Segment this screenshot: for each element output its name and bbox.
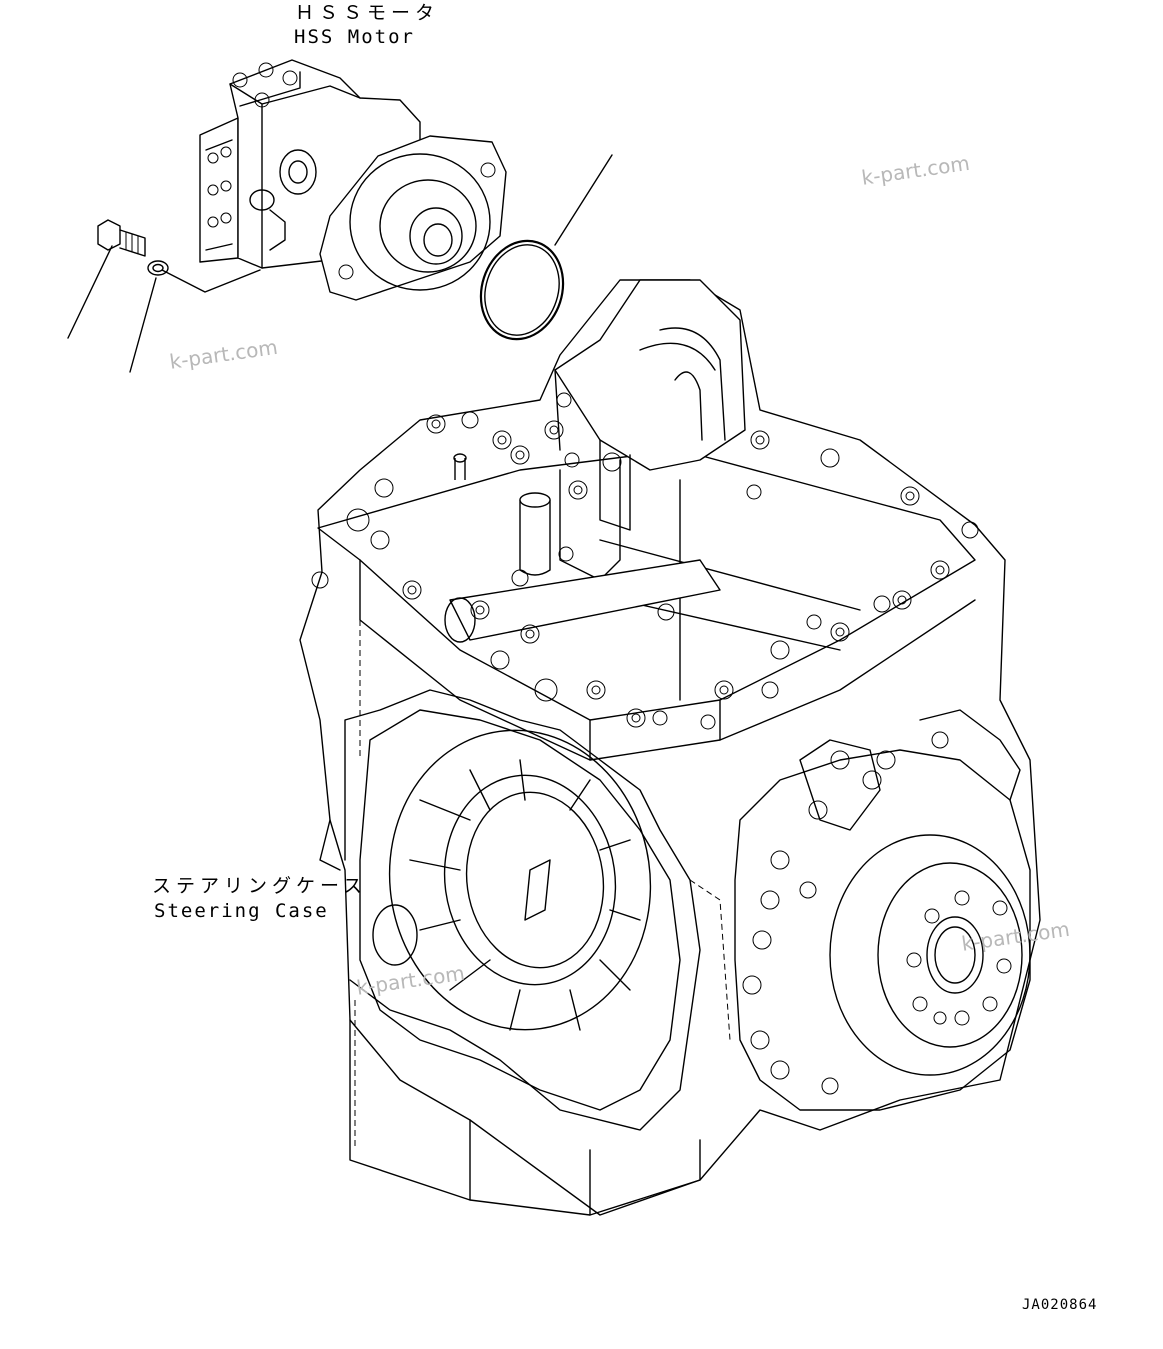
o-ring-icon — [479, 239, 565, 341]
hss-motor-label-jp: ＨＳＳモータ — [295, 2, 440, 24]
steering-case-label-jp: ステアリングケース — [152, 875, 368, 897]
steering-case-label-en: Steering Case — [154, 900, 329, 922]
bolt-icon — [97, 219, 146, 257]
hss-motor-label-en: HSS Motor — [294, 26, 415, 48]
drawing-number: JA020864 — [1022, 1297, 1098, 1313]
leader-lines — [67, 154, 613, 373]
steering-case-icon — [299, 279, 1041, 1216]
hss-motor-icon — [199, 59, 507, 301]
washer-icon — [147, 260, 169, 276]
